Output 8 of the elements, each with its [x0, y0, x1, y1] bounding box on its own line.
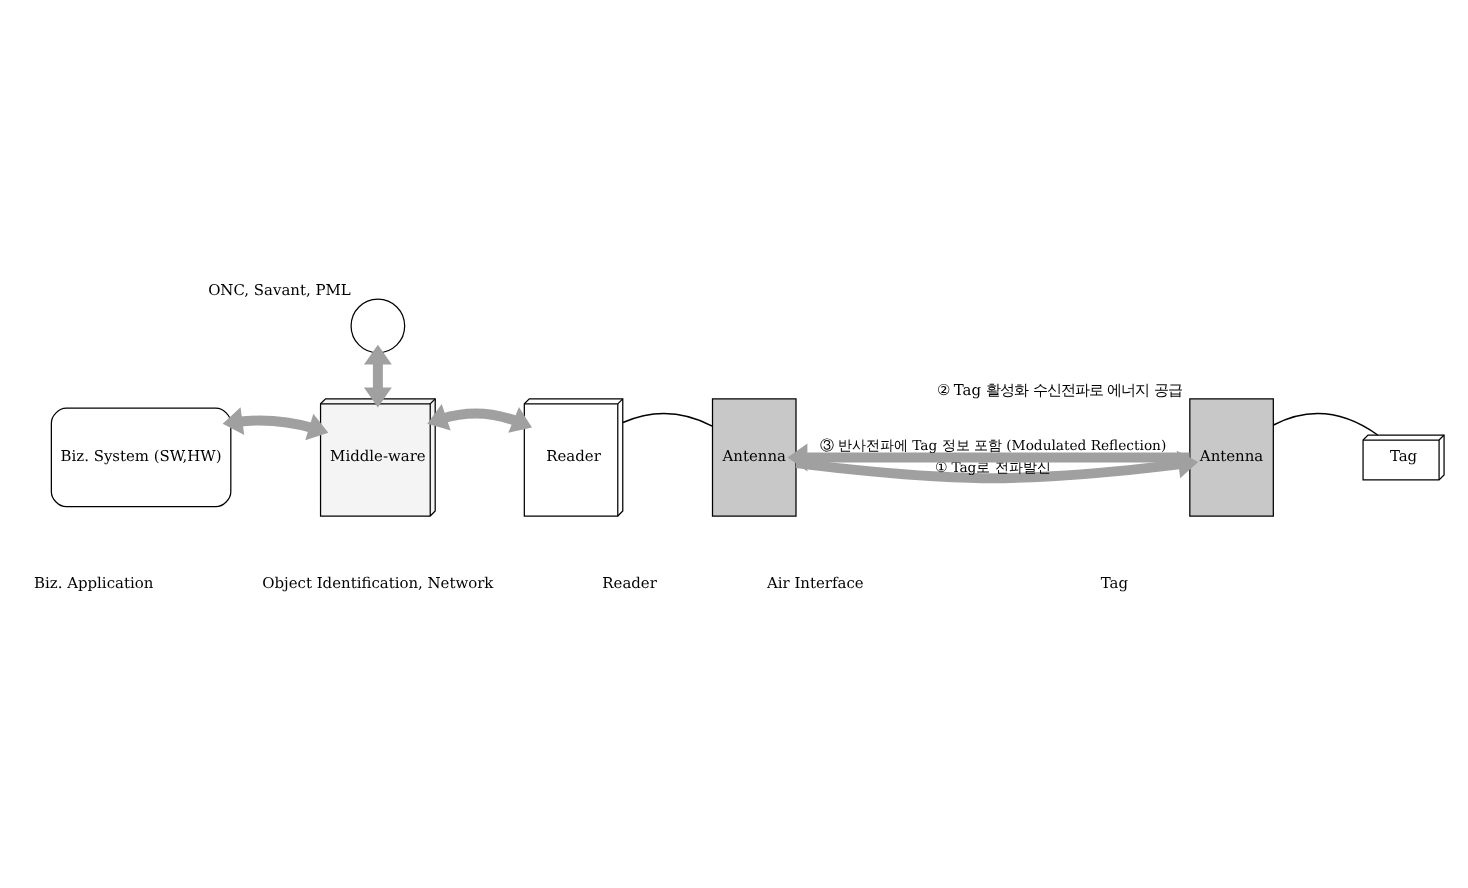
- arrow: [363, 343, 392, 407]
- connector: [622, 411, 713, 426]
- arrow: [222, 406, 329, 440]
- arrow: [787, 442, 1190, 471]
- arrow: [795, 449, 1199, 483]
- connector: [1272, 411, 1379, 435]
- arrow: [427, 403, 532, 432]
- node-circle: [350, 297, 406, 353]
